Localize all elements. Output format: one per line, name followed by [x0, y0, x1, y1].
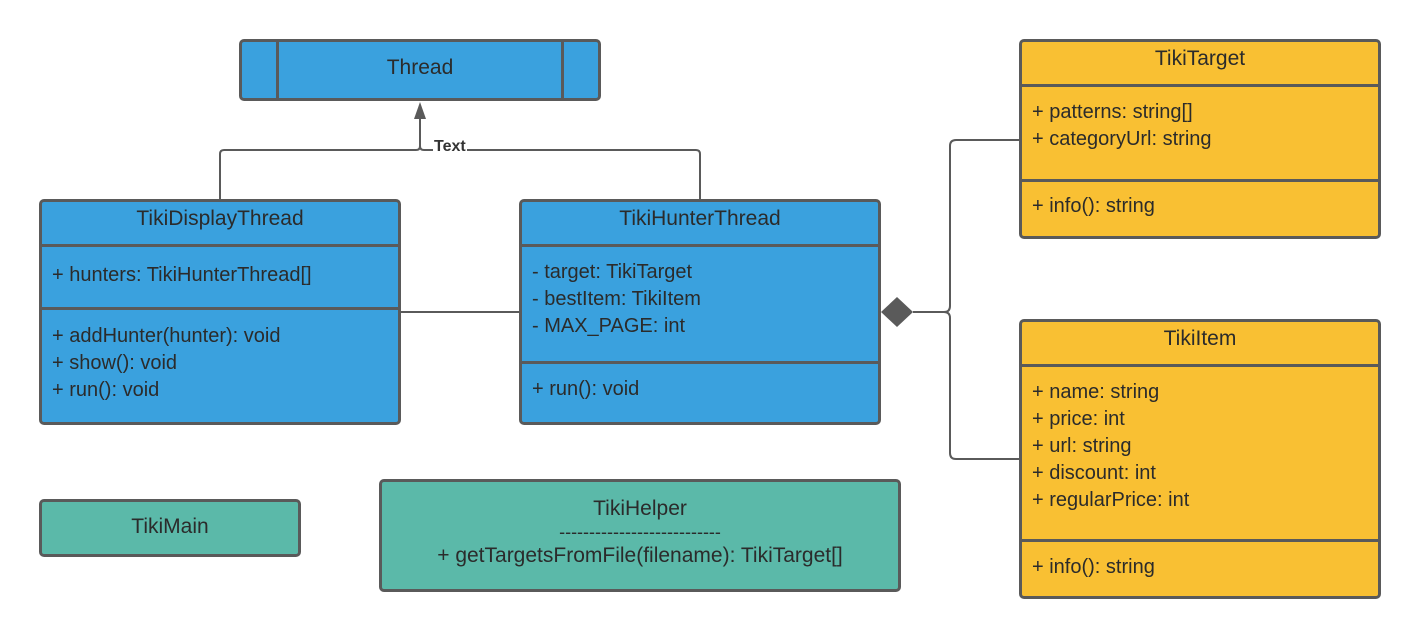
- method: + show(): void: [52, 352, 178, 374]
- method: + run(): void: [532, 378, 640, 400]
- attribute: + price: int: [1032, 408, 1125, 430]
- methods-section: + info(): string: [1022, 182, 1378, 220]
- attribute: + url: string: [1032, 435, 1132, 457]
- class-name: TikiHunterThread: [522, 202, 878, 247]
- class-name: TikiItem: [1022, 322, 1378, 367]
- composition-edge-target: [943, 139, 1019, 313]
- method: + getTargetsFromFile(filename): TikiTarg…: [437, 544, 843, 567]
- left-bar: [276, 42, 279, 98]
- composition-diamond: [881, 297, 913, 327]
- right-bar: [561, 42, 564, 98]
- attribute: + name: string: [1032, 381, 1160, 403]
- methods-section: + info(): string: [1022, 542, 1378, 581]
- inherit-edge-display: [219, 118, 421, 199]
- composition-edge-item: [943, 311, 1019, 460]
- method: + info(): string: [1032, 195, 1155, 217]
- attributes-section: + patterns: string[] + categoryUrl: stri…: [1022, 87, 1378, 182]
- inherit-edge-hunter: [419, 145, 701, 199]
- tiki-target-class[interactable]: TikiTarget + patterns: string[] + catego…: [1019, 39, 1381, 239]
- tiki-helper-class[interactable]: TikiHelper --------------------------- +…: [379, 479, 901, 592]
- method: + addHunter(hunter): void: [52, 325, 281, 347]
- method: + info(): string: [1032, 556, 1155, 578]
- inheritance-edge-label: Text: [433, 138, 467, 156]
- class-name: TikiDisplayThread: [42, 202, 398, 247]
- class-name: TikiTarget: [1022, 42, 1378, 87]
- attribute: - MAX_PAGE: int: [532, 315, 686, 337]
- class-name: Thread: [386, 56, 454, 79]
- thread-class[interactable]: Thread: [239, 39, 601, 101]
- methods-section: + run(): void: [522, 364, 878, 403]
- method: + run(): void: [52, 379, 160, 401]
- class-name: TikiMain: [131, 515, 209, 538]
- separator-line: ---------------------------: [559, 522, 721, 542]
- attribute: + categoryUrl: string: [1032, 128, 1212, 150]
- attribute: + patterns: string[]: [1032, 101, 1193, 123]
- attribute: - bestItem: TikiItem: [532, 288, 701, 310]
- methods-section: + addHunter(hunter): void + show(): void…: [42, 310, 398, 404]
- tiki-main-class[interactable]: TikiMain: [39, 499, 301, 557]
- class-name: TikiHelper: [593, 497, 687, 520]
- attribute: - target: TikiTarget: [532, 261, 693, 283]
- tiki-display-thread-class[interactable]: TikiDisplayThread + hunters: TikiHunterT…: [39, 199, 401, 425]
- inheritance-arrowhead: [414, 102, 426, 119]
- attributes-section: - target: TikiTarget - bestItem: TikiIte…: [522, 247, 878, 364]
- attributes-section: + hunters: TikiHunterThread[]: [42, 247, 398, 310]
- attribute: + discount: int: [1032, 462, 1156, 484]
- tiki-item-class[interactable]: TikiItem + name: string + price: int + u…: [1019, 319, 1381, 599]
- tiki-hunter-thread-class[interactable]: TikiHunterThread - target: TikiTarget - …: [519, 199, 881, 425]
- attribute: + hunters: TikiHunterThread[]: [52, 264, 312, 286]
- attributes-section: + name: string + price: int + url: strin…: [1022, 367, 1378, 542]
- attribute: + regularPrice: int: [1032, 489, 1190, 511]
